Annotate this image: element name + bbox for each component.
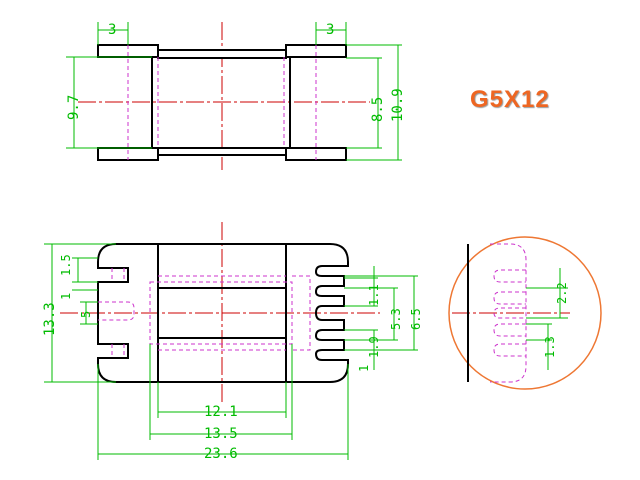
detail-view: 2.2 1.3: [448, 236, 602, 390]
dim-height-outer: 10.9: [390, 88, 406, 122]
dim-height-inner: 9.7: [66, 95, 82, 120]
detail-hidden-slots: [493, 269, 526, 357]
dim-height-mid: 8.5: [370, 97, 386, 122]
front-view: 13.3 1.5 1 5 1.1 5.3 6.5 1.9 1 12.1: [42, 222, 423, 462]
top-body-lower-bar: [157, 147, 287, 156]
dim-center-width: 5: [79, 311, 93, 318]
dim-total-width: 23.6: [204, 446, 238, 462]
detail-circle: [448, 236, 602, 390]
top-body-upper-bar: [157, 49, 287, 59]
dim-flange-left: 3: [108, 22, 116, 38]
dim-detail-slot-pitch: 1.3: [543, 336, 557, 358]
front-hidden-left-pins: [111, 268, 125, 358]
top-view: 3 3 9.7 8.5 10.9: [66, 22, 406, 170]
dim-inner-width: 12.1: [204, 404, 238, 420]
dim-right-slot-c: 1: [357, 365, 371, 372]
dim-pitch-upper: 1: [59, 293, 73, 300]
dim-right-slot-a: 1.1: [367, 284, 381, 306]
dim-flange-right: 3: [326, 22, 334, 38]
dim-mid-width: 13.5: [204, 426, 238, 442]
front-hidden-right-wall: [292, 275, 311, 351]
dim-right-core: 5.3: [389, 308, 403, 330]
dim-right-outer: 6.5: [409, 308, 423, 330]
front-hidden-left-slot: [98, 301, 135, 321]
dim-right-slot-b: 1.9: [367, 336, 381, 358]
dim-total-height: 13.3: [42, 302, 58, 336]
dim-detail-slot-gap: 2.2: [555, 282, 569, 304]
front-hidden-outer-rect: [149, 281, 293, 345]
model-title: G5X12: [470, 86, 550, 113]
detail-hidden-outline: [490, 243, 527, 383]
dim-pitch-top: 1.5: [59, 254, 73, 276]
